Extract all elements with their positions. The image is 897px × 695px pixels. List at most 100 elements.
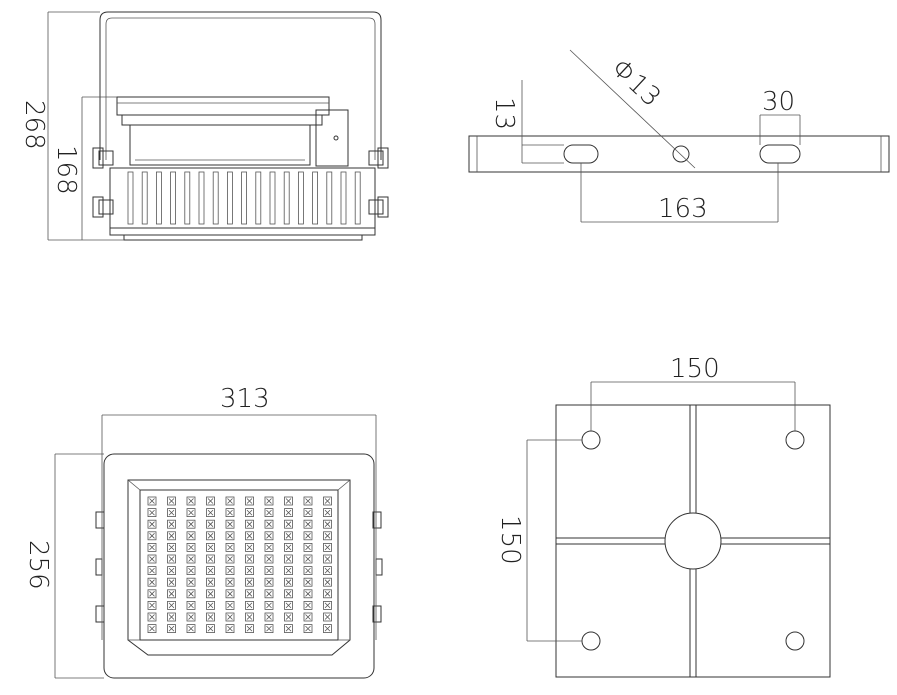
heatsink-fin <box>170 171 177 225</box>
led-chip <box>245 624 254 633</box>
led-chip <box>206 531 215 541</box>
led-chip <box>264 589 274 599</box>
led-chip <box>284 612 293 622</box>
led-chip <box>323 519 332 529</box>
led-chip <box>303 531 313 541</box>
dim-slot-length: 30 <box>762 87 795 117</box>
heatsink-fin <box>312 171 319 225</box>
led-chip <box>186 601 196 610</box>
led-chip <box>303 624 313 633</box>
led-chip <box>303 543 313 552</box>
side-driver-box <box>315 109 349 167</box>
led-chip <box>264 577 274 587</box>
bracket-view: Φ13 13 30 163 <box>468 49 890 224</box>
led-chip <box>323 496 332 506</box>
led-chip <box>245 554 254 564</box>
side-heatsink-fins <box>127 171 361 225</box>
led-chip <box>284 624 293 633</box>
led-chip <box>245 531 254 541</box>
bracket-slot-right <box>759 144 801 164</box>
heatsink-fin <box>255 171 262 225</box>
led-chip <box>303 519 313 529</box>
led-chip <box>147 519 157 529</box>
back-hole <box>785 430 805 450</box>
led-chip <box>186 519 196 529</box>
dim-height-body: 168 <box>51 145 81 195</box>
led-chip <box>147 612 157 622</box>
led-chip <box>147 543 157 552</box>
led-chip <box>167 601 176 610</box>
side-bolts <box>92 147 389 218</box>
led-chip <box>245 612 254 622</box>
led-chip <box>167 612 176 622</box>
led-chip <box>225 577 235 587</box>
dim-front-width: 313 <box>220 384 270 414</box>
led-chip <box>245 519 254 529</box>
heatsink-fin <box>127 171 134 225</box>
led-chip <box>167 554 176 564</box>
led-chip <box>206 566 215 575</box>
led-chip <box>245 577 254 587</box>
front-view: 313 256 <box>23 384 383 679</box>
led-chip <box>147 624 157 633</box>
led-chip <box>225 496 235 506</box>
led-chip <box>303 601 313 610</box>
led-chip <box>167 577 176 587</box>
led-chip <box>284 508 293 518</box>
led-chip <box>147 566 157 575</box>
led-chip <box>206 543 215 552</box>
led-chip <box>167 566 176 575</box>
heatsink-fin <box>141 171 148 225</box>
led-chip <box>323 589 332 599</box>
dim-hole-spacing-x: 150 <box>670 354 720 384</box>
heatsink-fin <box>326 171 333 225</box>
heatsink-fin <box>212 171 219 225</box>
led-chip <box>186 496 196 506</box>
led-chip <box>147 554 157 564</box>
led-chip <box>206 496 215 506</box>
led-chip <box>167 624 176 633</box>
led-chip <box>323 612 332 622</box>
led-chip <box>206 554 215 564</box>
led-chip <box>225 624 235 633</box>
led-chip <box>147 508 157 518</box>
led-chip <box>264 519 274 529</box>
led-chip <box>167 531 176 541</box>
led-chip <box>147 496 157 506</box>
led-chip <box>167 496 176 506</box>
led-chip <box>264 554 274 564</box>
front-housing <box>103 453 375 679</box>
led-chip <box>167 589 176 599</box>
led-chip <box>323 508 332 518</box>
led-chip <box>147 577 157 587</box>
bracket-slot-left <box>563 144 599 164</box>
led-chip <box>245 496 254 506</box>
led-chip <box>323 543 332 552</box>
led-array <box>147 496 332 633</box>
led-chip <box>264 531 274 541</box>
led-chip <box>206 589 215 599</box>
led-chip <box>303 612 313 622</box>
led-chip <box>303 554 313 564</box>
back-hole <box>785 631 805 651</box>
led-chip <box>206 577 215 587</box>
heatsink-fin <box>184 171 191 225</box>
led-chip <box>323 531 332 541</box>
led-chip <box>303 566 313 575</box>
led-chip <box>186 508 196 518</box>
led-chip <box>245 566 254 575</box>
led-chip <box>225 612 235 622</box>
led-chip <box>225 543 235 552</box>
led-chip <box>186 543 196 552</box>
led-chip <box>186 566 196 575</box>
led-chip <box>147 531 157 541</box>
led-chip <box>225 519 235 529</box>
side-handle <box>99 11 382 160</box>
heatsink-fin <box>354 171 361 225</box>
led-chip <box>303 496 313 506</box>
led-chip <box>245 543 254 552</box>
led-chip <box>167 508 176 518</box>
led-chip <box>264 566 274 575</box>
led-chip <box>147 601 157 610</box>
